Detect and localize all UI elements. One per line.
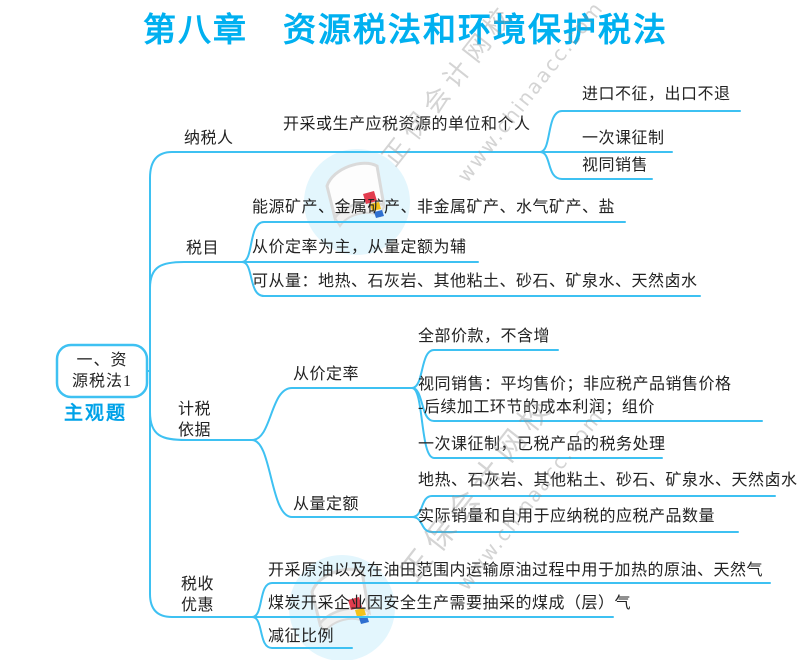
node-actual-sales-volume: 实际销量和自用于应纳税的应税产品数量 — [418, 508, 716, 525]
node-tax-items-categories: 能源矿产、金属矿产、非金属矿产、水气矿产、盐 — [252, 199, 616, 216]
node-tax-incentives: 税收 优惠 — [181, 576, 215, 614]
root-node-label: 一、资 源税法1 — [71, 352, 132, 390]
node-volume-based-items: 可从量：地热、石灰岩、其他粘土、砂石、矿泉水、天然卤水 — [252, 273, 698, 290]
node-single-levy: 一次课征制 — [582, 130, 665, 147]
node-taxpayer: 纳税人 — [184, 130, 234, 147]
node-coal-gas: 煤炭开采企业因安全生产需要抽采的煤成（层）气 — [268, 595, 632, 612]
node-full-price: 全部价款，不含增 — [418, 328, 551, 345]
node-crude-oil-heating: 开采原油以及在油田范围内运输原油过程中用于加热的原油、天然气 — [268, 562, 764, 579]
node-import-export-rule: 进口不征，出口不退 — [582, 86, 731, 103]
node-specific-duty: 从量定额 — [293, 496, 360, 513]
node-taxpayer-definition: 开采或生产应税资源的单位和个人 — [283, 116, 531, 133]
node-deemed-sale: 视同销售 — [582, 157, 649, 174]
node-single-levy-taxed-products: 一次课征制，已税产品的税务处理 — [418, 436, 666, 453]
node-tax-items: 税目 — [186, 240, 220, 257]
node-deemed-sale-pricing: 视同销售：平均售价；非应税产品销售价格 -后续加工环节的成本利润；组价 — [418, 376, 732, 416]
node-tax-basis: 计税 依据 — [178, 401, 212, 439]
node-specific-items: 地热、石灰岩、其他粘土、砂石、矿泉水、天然卤水 — [418, 472, 798, 489]
subjective-badge: 主观题 — [64, 402, 128, 424]
node-advalorem: 从价定率 — [293, 366, 360, 383]
node-reduction-ratio: 减征比例 — [268, 628, 335, 645]
node-advalorem-primary: 从价定率为主，从量定额为辅 — [252, 239, 467, 256]
page-title: 第八章 资源税法和环境保护税法 — [143, 10, 668, 49]
